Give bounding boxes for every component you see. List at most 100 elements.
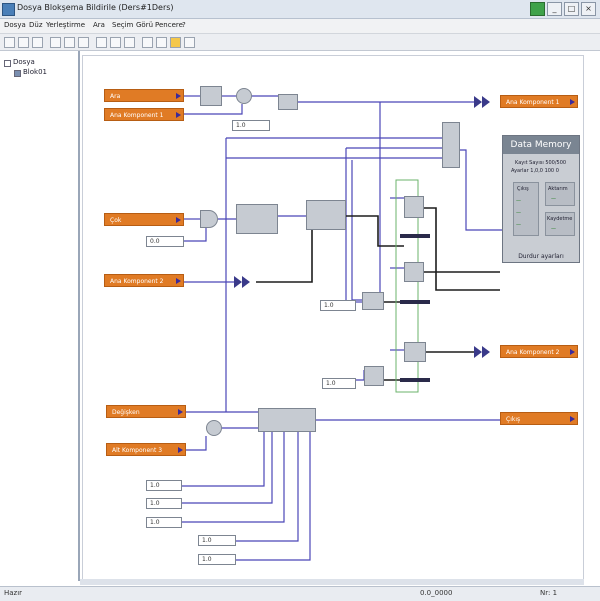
app-icon bbox=[2, 3, 15, 16]
paste-icon[interactable] bbox=[78, 37, 89, 48]
data-memory-label: Çıkış bbox=[517, 186, 529, 192]
value-box[interactable]: 0.0 bbox=[146, 236, 184, 247]
data-memory-row: Kayıt Sayısı 500/500 bbox=[515, 160, 567, 166]
wire bbox=[184, 104, 243, 115]
data-memory-panel bbox=[513, 182, 539, 236]
menu-item[interactable]: Seçim bbox=[112, 21, 134, 29]
toolbar bbox=[0, 34, 600, 51]
switch-block[interactable] bbox=[404, 262, 424, 282]
input-block[interactable]: Ara bbox=[104, 89, 184, 102]
output-block[interactable]: Ana Komponent 1 bbox=[500, 95, 578, 108]
menu-item[interactable]: Yerleştirme bbox=[46, 21, 85, 29]
sum-block[interactable] bbox=[200, 210, 218, 228]
horizontal-scrollbar[interactable] bbox=[80, 579, 584, 585]
status-value: — bbox=[551, 196, 556, 202]
gain-block[interactable] bbox=[200, 86, 222, 106]
status-number: Nr: 1 bbox=[540, 589, 558, 597]
menu-item[interactable]: Pencere bbox=[155, 21, 183, 29]
cut-icon[interactable] bbox=[50, 37, 61, 48]
tree-root[interactable]: Dosya bbox=[13, 58, 35, 66]
data-memory-row: Ayarlar 1,0,0 100 0 bbox=[511, 168, 559, 174]
wire bbox=[236, 432, 299, 542]
output-block[interactable]: Çıkış bbox=[500, 412, 578, 425]
value-box[interactable]: 1.0 bbox=[198, 554, 236, 565]
value-box[interactable]: 1.0 bbox=[198, 535, 236, 546]
wire bbox=[351, 160, 362, 301]
bus-bar bbox=[400, 300, 430, 304]
block-icon bbox=[14, 70, 21, 77]
mux-block[interactable] bbox=[278, 94, 298, 110]
menu-item[interactable]: ? bbox=[182, 21, 186, 29]
wire bbox=[346, 215, 404, 247]
close-button[interactable]: × bbox=[581, 2, 596, 16]
wire bbox=[460, 149, 502, 231]
input-block[interactable]: Alt Komponent 3 bbox=[106, 443, 186, 456]
mux-block[interactable] bbox=[442, 122, 460, 168]
project-tree: Dosya Blok01 bbox=[0, 51, 80, 581]
filter-block[interactable] bbox=[236, 204, 278, 234]
status-coordinates: 0.0_0000 bbox=[420, 589, 453, 597]
save-icon[interactable] bbox=[32, 37, 43, 48]
wire bbox=[182, 432, 273, 504]
new-icon[interactable] bbox=[4, 37, 15, 48]
mux-block[interactable] bbox=[258, 408, 316, 432]
wire bbox=[184, 228, 207, 242]
gain-block[interactable] bbox=[364, 366, 384, 386]
tree-child[interactable]: Blok01 bbox=[23, 68, 47, 76]
stop-icon[interactable] bbox=[184, 37, 195, 48]
switch-block[interactable] bbox=[404, 196, 424, 218]
input-block[interactable]: Ana Komponent 2 bbox=[104, 274, 184, 287]
open-icon[interactable] bbox=[18, 37, 29, 48]
window-controls: _ □ × bbox=[530, 2, 596, 16]
switch-block[interactable] bbox=[404, 342, 426, 362]
wire bbox=[186, 436, 207, 451]
value-box[interactable]: 1.0 bbox=[322, 378, 356, 389]
wire bbox=[236, 432, 311, 561]
wire-icon[interactable] bbox=[110, 37, 121, 48]
title-bar: Dosya Blokşema Bildirile (Ders#1Ders) _ … bbox=[0, 0, 600, 19]
status-value: — bbox=[551, 226, 556, 232]
input-block[interactable]: Ana Komponent 1 bbox=[104, 108, 184, 121]
bus-bar bbox=[400, 378, 430, 382]
value-box[interactable]: 1.0 bbox=[146, 480, 182, 491]
bus-bar bbox=[400, 234, 430, 238]
expand-icon[interactable] bbox=[4, 60, 11, 67]
menu-item[interactable]: Dosya bbox=[4, 21, 26, 29]
sum-block[interactable] bbox=[236, 88, 252, 104]
input-block[interactable]: Değişken bbox=[106, 405, 186, 418]
value-box[interactable]: 1.0 bbox=[146, 517, 182, 528]
menu-item[interactable]: Görü bbox=[136, 21, 154, 29]
status-text: Hazır bbox=[4, 589, 23, 597]
arrow-icon bbox=[474, 96, 490, 108]
data-memory-footer: Durdur ayarları bbox=[518, 253, 564, 260]
value-box[interactable]: 1.0 bbox=[320, 300, 356, 311]
sum-block[interactable] bbox=[206, 420, 222, 436]
value-box[interactable]: 1.0 bbox=[232, 120, 270, 131]
arrow-icon bbox=[234, 276, 250, 288]
status-value: — bbox=[516, 198, 521, 204]
wire bbox=[356, 370, 365, 381]
minimize-button[interactable]: _ bbox=[547, 2, 562, 16]
copy-icon[interactable] bbox=[64, 37, 75, 48]
status-value: — bbox=[516, 222, 521, 228]
menu-item[interactable]: Düz bbox=[29, 21, 43, 29]
output-block[interactable]: Ana Komponent 2 bbox=[500, 345, 578, 358]
data-memory-panel bbox=[545, 182, 575, 206]
menu-item[interactable]: Ara bbox=[93, 21, 105, 29]
maximize-button[interactable]: □ bbox=[564, 2, 579, 16]
block-diagram-canvas[interactable] bbox=[82, 55, 584, 580]
run-icon[interactable] bbox=[156, 37, 167, 48]
input-block[interactable]: Çok bbox=[104, 213, 184, 226]
data-memory-label: Aktarım bbox=[548, 186, 568, 192]
gain-block[interactable] bbox=[362, 292, 384, 310]
wire bbox=[182, 432, 265, 487]
data-memory-label: Kaydetme bbox=[547, 216, 573, 222]
value-box[interactable]: 1.0 bbox=[146, 498, 182, 509]
zoom-icon[interactable] bbox=[142, 37, 153, 48]
pointer-icon[interactable] bbox=[96, 37, 107, 48]
block-icon[interactable] bbox=[124, 37, 135, 48]
lamp-icon[interactable] bbox=[170, 37, 181, 48]
data-memory-block[interactable]: Data Memory Kayıt Sayısı 500/500 Ayarlar… bbox=[502, 135, 580, 263]
filter-block[interactable] bbox=[306, 200, 346, 230]
